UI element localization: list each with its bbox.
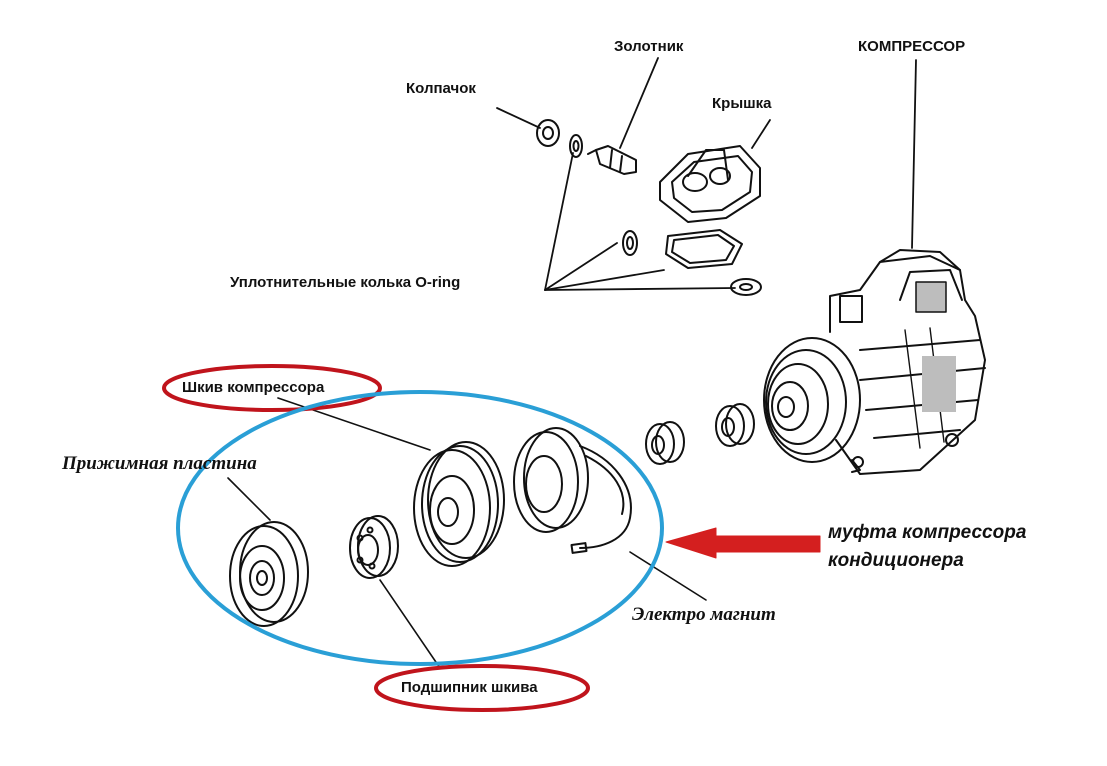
leader-lines-bottom [227,397,707,669]
cover-part [659,145,761,223]
label-compressor: КОМПРЕССОР [858,38,966,55]
valve-part [587,145,637,175]
pulley-part [413,441,505,567]
electromagnet-part [513,427,632,554]
label-bearing: Подшипник шкива [401,679,538,696]
label-clutch-line2: кондиционера [828,550,964,571]
label-electromagnet: Электро магнит [632,604,776,625]
label-cover: Крышка [712,95,772,112]
pulley-label-highlight [162,364,382,412]
bearing-part [349,515,399,579]
clutch-group-outline [176,390,664,666]
label-cap: Колпачок [406,80,476,97]
label-o-rings: Уплотнительные колька O-ring [230,274,461,291]
cap-part [536,119,560,147]
o-ring-parts [622,229,762,296]
compressor-body [763,249,986,475]
clutch-pointer-arrow [665,527,821,559]
washer-top [569,134,583,158]
leader-lines-top [496,57,917,291]
label-valve: Золотник [614,38,684,55]
label-pulley: Шкив компрессора [182,379,325,396]
label-clutch-line1: муфта компрессора [828,522,1027,543]
bearing-label-highlight [374,664,590,712]
label-pressure-plate: Прижимная пластина [62,453,257,474]
spacer-rings [645,403,755,465]
pressure-plate-part [229,521,309,627]
